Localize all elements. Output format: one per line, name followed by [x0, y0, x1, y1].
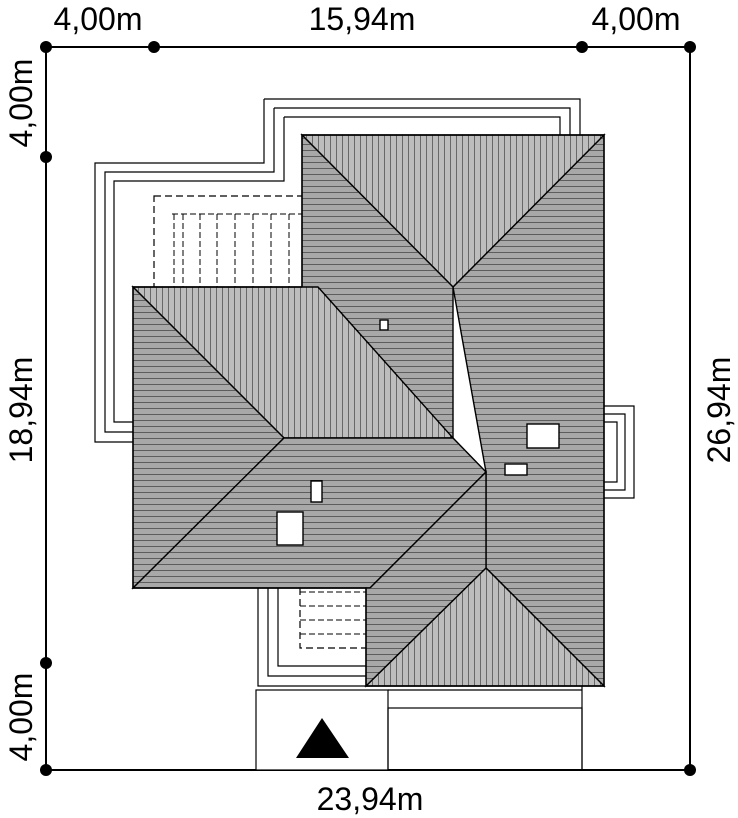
dimension-node-icon: [40, 151, 52, 163]
dimension-nodes: [40, 41, 696, 776]
skylights: [276, 319, 560, 546]
dimension-node-icon: [684, 41, 696, 53]
roof: [131, 133, 606, 688]
triangle-up-icon: [296, 718, 349, 758]
dimension-node-icon: [40, 764, 52, 776]
dimension-top-right: 4,00m: [592, 1, 681, 37]
dimension-left-bottom: 4,00m: [3, 673, 39, 762]
dimension-node-icon: [148, 41, 160, 53]
dimension-left-top: 4,00m: [3, 59, 39, 148]
skylight: [526, 423, 560, 449]
dimension-node-icon: [576, 41, 588, 53]
dimension-node-icon: [40, 657, 52, 669]
dimension-top-left: 4,00m: [54, 1, 143, 37]
skylight: [504, 463, 528, 476]
skylight: [276, 511, 304, 546]
chimney: [379, 319, 389, 331]
dimension-left-middle: 18,94m: [3, 357, 39, 464]
dimension-bottom-total: 23,94m: [317, 781, 424, 817]
terrace-outlines: [94, 98, 635, 687]
dimension-top-middle: 15,94m: [309, 1, 416, 37]
dimension-right-total: 26,94m: [701, 357, 737, 464]
chimney: [310, 480, 323, 503]
dimension-node-icon: [40, 41, 52, 53]
dimension-node-icon: [684, 764, 696, 776]
